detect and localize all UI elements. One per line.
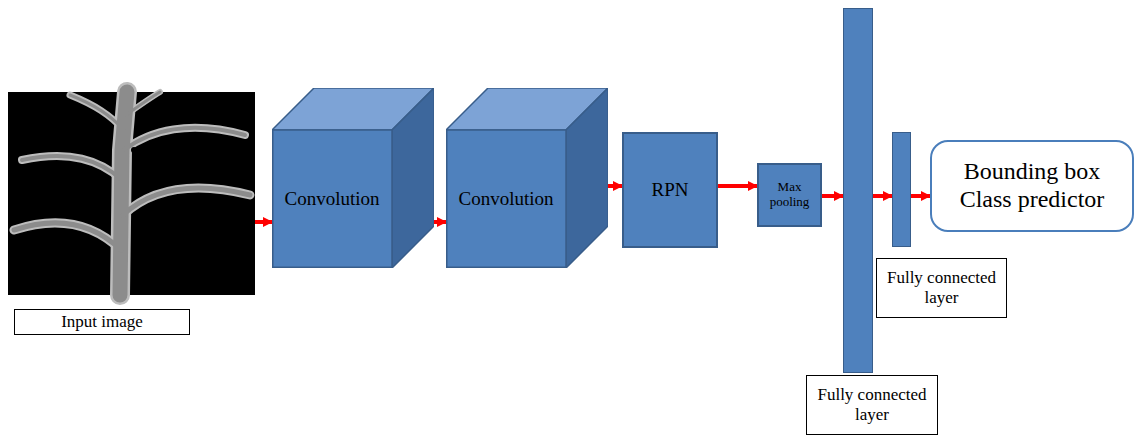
text-area: RPN xyxy=(624,134,716,246)
input-image-picture xyxy=(8,92,255,295)
node-label: Bounding box Class predictor xyxy=(946,158,1118,213)
cube-side-face xyxy=(392,88,434,268)
node-label: Input image xyxy=(61,312,143,332)
flow-arrow xyxy=(718,184,757,188)
input-image: Input image xyxy=(8,92,255,335)
convolution-block: Convolution xyxy=(272,88,434,268)
node-label: Fully connected layer xyxy=(883,268,1000,307)
node-label: Max pooling xyxy=(762,180,817,210)
cube-shape xyxy=(272,88,434,268)
cube-front-face xyxy=(273,130,392,267)
image-frame xyxy=(8,92,255,295)
plant-outline xyxy=(14,92,250,295)
flow-arrow xyxy=(822,194,843,198)
cube-side-face xyxy=(566,88,608,268)
max-pooling-box: Max pooling xyxy=(757,163,822,227)
leaf-hole xyxy=(131,147,137,153)
node-label: RPN xyxy=(652,179,689,201)
convolution-block: Convolution xyxy=(446,88,608,268)
cube-shape xyxy=(446,88,608,268)
plant-body xyxy=(14,92,250,295)
text-area: Max pooling xyxy=(759,165,820,225)
label-box: Fully connected layer xyxy=(876,258,1007,318)
image-background xyxy=(8,92,255,295)
node-label: Convolution xyxy=(284,188,379,210)
predictor-box: Bounding box Class predictor xyxy=(930,140,1134,232)
fully-connected-layer: Fully connected layer xyxy=(806,8,938,435)
text-area: Bounding box Class predictor xyxy=(932,142,1132,230)
text-area: Convolution xyxy=(272,130,392,268)
flow-arrow xyxy=(255,220,272,224)
label-box: Input image xyxy=(14,309,190,335)
layer-bar xyxy=(892,132,911,247)
flow-arrow xyxy=(608,184,622,188)
text-area: Convolution xyxy=(446,130,566,268)
flow-arrow xyxy=(911,194,930,198)
cube-front-face xyxy=(447,130,566,267)
rpn-box: RPN xyxy=(622,132,718,248)
layer-bar xyxy=(843,8,873,373)
flow-arrow xyxy=(434,220,446,224)
label-box: Fully connected layer xyxy=(806,375,938,435)
node-label: Convolution xyxy=(458,188,553,210)
flow-arrow xyxy=(873,194,892,198)
node-label: Fully connected layer xyxy=(813,385,931,424)
